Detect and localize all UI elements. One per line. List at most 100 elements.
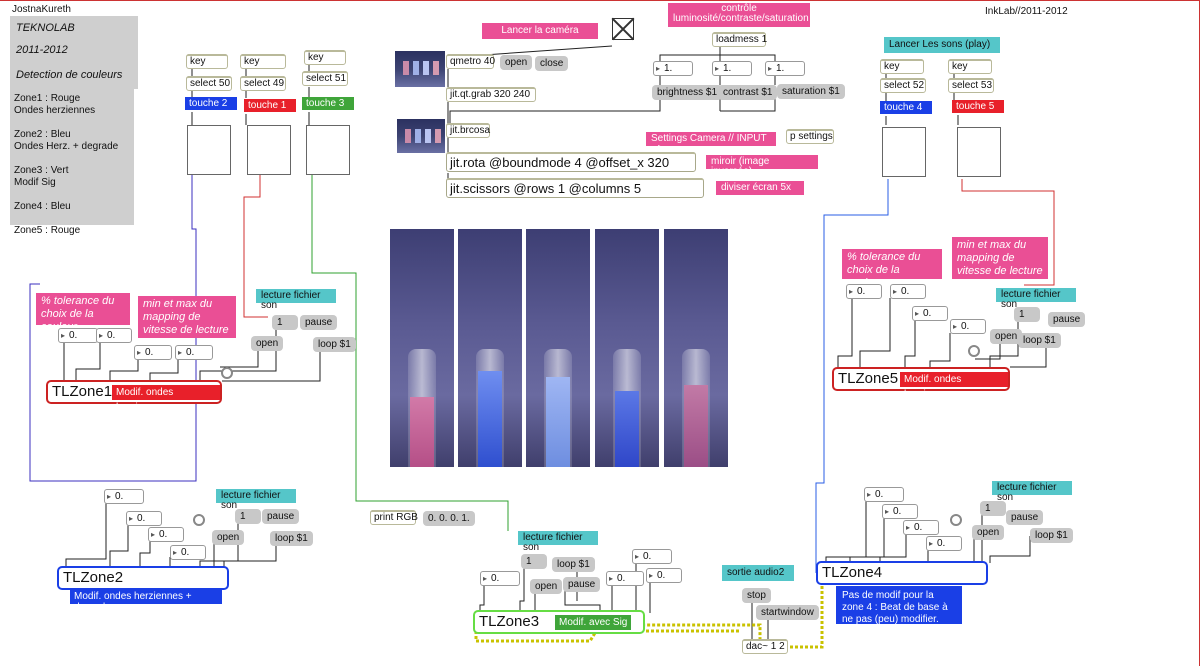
- jit-qt-grab-object[interactable]: jit.qt.grab 320 240: [446, 87, 536, 102]
- zone1-num-d[interactable]: 0.: [175, 345, 213, 360]
- zone2-lecture-label: lecture fichier son: [216, 489, 296, 511]
- zone1-num-a[interactable]: 0.: [58, 328, 98, 343]
- select-53-object[interactable]: select 53: [948, 78, 994, 93]
- zone5-pause-button[interactable]: pause: [1048, 312, 1086, 327]
- video-strip-4: [595, 229, 659, 467]
- dac-object[interactable]: dac~ 1 2: [742, 639, 788, 654]
- zone2-open-button[interactable]: open: [212, 530, 245, 545]
- tlzone5-object[interactable]: TLZone5 Modif. ondes herziennes: [832, 367, 1010, 400]
- zone2-play-message[interactable]: 1: [235, 509, 261, 524]
- zone4-loop-message[interactable]: loop $1: [1030, 528, 1073, 543]
- loadmess-object[interactable]: loadmess 1: [712, 32, 767, 47]
- zone1-play-message[interactable]: 1: [272, 315, 298, 330]
- zone4-num-a[interactable]: 0.: [864, 487, 904, 502]
- contrast-message[interactable]: contrast $1: [718, 85, 778, 100]
- camera-preview-thumbnail: [395, 51, 445, 87]
- zone3-num-d[interactable]: 0.: [646, 568, 682, 583]
- jit-rota-object[interactable]: jit.rota @boundmode 4 @offset_x 320: [446, 152, 696, 172]
- touche-1-box[interactable]: [247, 125, 291, 175]
- zone3-num-c[interactable]: 0.: [606, 571, 644, 586]
- jit-scissors-object[interactable]: jit.scissors @rows 1 @columns 5: [446, 178, 704, 198]
- miroir-label: miroir (image inversée): [706, 155, 818, 177]
- zone1-loop-message[interactable]: loop $1: [313, 337, 356, 352]
- tlzone1-object[interactable]: TLZone1 Modif. ondes herziennes: [46, 380, 222, 413]
- zone2-color: Zone2 : Bleu: [14, 129, 71, 140]
- brightness-message[interactable]: brightness $1: [652, 85, 723, 100]
- zone5-open-button[interactable]: open: [990, 329, 1023, 344]
- open-camera-button[interactable]: open: [500, 55, 533, 70]
- zone2-bang-button[interactable]: [193, 514, 205, 526]
- zone1-open-button[interactable]: open: [251, 336, 284, 351]
- select-49-object[interactable]: select 49: [240, 76, 286, 91]
- tlzone4-object[interactable]: TLZone4: [816, 561, 988, 585]
- touche-3-box[interactable]: [306, 125, 350, 175]
- zone1-num-b[interactable]: 0.: [96, 328, 132, 343]
- saturation-number[interactable]: 1.: [765, 61, 805, 76]
- tlzone3-object[interactable]: TLZone3 Modif. avec Sig: [473, 610, 645, 634]
- diviser-label: diviser écran 5x: [716, 181, 804, 195]
- key-object-1[interactable]: key: [240, 54, 286, 69]
- tube-liquid-pink: [410, 397, 434, 467]
- rgb-values-message[interactable]: 0. 0. 0. 1.: [423, 511, 475, 526]
- jit-brcosa-object[interactable]: jit.brcosa: [446, 123, 490, 138]
- touche-5-box[interactable]: [957, 127, 1001, 177]
- zone4-num-b[interactable]: 0.: [882, 504, 918, 519]
- brightness-number[interactable]: 1.: [653, 61, 693, 76]
- zone4-num-d[interactable]: 0.: [926, 536, 962, 551]
- zone3-play-message[interactable]: 1: [521, 554, 547, 569]
- zone2-num-d[interactable]: 0.: [170, 545, 206, 560]
- zone5-num-a[interactable]: 0.: [846, 284, 882, 299]
- zone5-bang-button[interactable]: [968, 345, 980, 357]
- tlzone2-object[interactable]: TLZone2: [57, 566, 229, 590]
- zone4-open-button[interactable]: open: [972, 525, 1005, 540]
- zone4-play-message[interactable]: 1: [980, 501, 1006, 516]
- contrast-number[interactable]: 1.: [712, 61, 752, 76]
- zone4-pause-button[interactable]: pause: [1006, 510, 1044, 525]
- zone2-pause-button[interactable]: pause: [262, 509, 300, 524]
- touche-2-box[interactable]: [187, 125, 231, 175]
- brcosa-preview-thumbnail: [397, 119, 445, 153]
- qmetro-object[interactable]: qmetro 40: [446, 54, 495, 69]
- zone2-effect: Ondes Herz. + degrade: [14, 141, 119, 152]
- zone4-num-c[interactable]: 0.: [903, 520, 939, 535]
- tlzone4-name: TLZone4: [822, 564, 883, 581]
- select-51-object[interactable]: select 51: [302, 71, 348, 86]
- zone5-loop-message[interactable]: loop $1: [1018, 333, 1061, 348]
- audio-stop-button[interactable]: stop: [742, 588, 771, 603]
- zone5-play-message[interactable]: 1: [1014, 307, 1040, 322]
- zone2-num-b[interactable]: 0.: [126, 511, 162, 526]
- zone3-num-b[interactable]: 0.: [632, 549, 672, 564]
- controle-title: contrôle: [721, 3, 757, 14]
- zone3-num-a[interactable]: 0.: [480, 571, 520, 586]
- zone1-bang-button[interactable]: [221, 367, 233, 379]
- camera-toggle[interactable]: [612, 18, 634, 40]
- zone5-num-d[interactable]: 0.: [950, 319, 986, 334]
- touche-5-label: touche 5: [952, 100, 1004, 113]
- touche-4-box[interactable]: [882, 127, 926, 177]
- select-52-object[interactable]: select 52: [880, 78, 926, 93]
- close-camera-button[interactable]: close: [535, 56, 569, 71]
- saturation-message[interactable]: saturation $1: [777, 84, 845, 99]
- p-settings-object[interactable]: p settings: [786, 129, 834, 144]
- touche-3-label: touche 3: [302, 97, 354, 110]
- select-50-object[interactable]: select 50: [186, 76, 232, 91]
- print-rgb-object[interactable]: print RGB: [370, 510, 418, 525]
- key-object-4[interactable]: key: [880, 59, 924, 74]
- zone4-bang-button[interactable]: [950, 514, 962, 526]
- zone3-pause-button[interactable]: pause: [563, 577, 601, 592]
- key-object-2[interactable]: key: [186, 54, 228, 69]
- zone5-num-b[interactable]: 0.: [890, 284, 926, 299]
- key-object-5[interactable]: key: [948, 59, 992, 74]
- audio-startwindow-button[interactable]: startwindow: [756, 605, 819, 620]
- zone1-pause-button[interactable]: pause: [300, 315, 338, 330]
- tube-liquid-pink: [684, 385, 708, 467]
- zone2-loop-message[interactable]: loop $1: [270, 531, 313, 546]
- zone2-num-c[interactable]: 0.: [148, 527, 184, 542]
- zone3-loop-message[interactable]: loop $1: [552, 557, 595, 572]
- zone1-num-c[interactable]: 0.: [134, 345, 172, 360]
- zone1-minmax-label: min et max du mapping de vitesse de lect…: [138, 296, 236, 338]
- zone2-num-a[interactable]: 0.: [104, 489, 144, 504]
- key-object-3[interactable]: key: [304, 50, 346, 65]
- zone5-num-c[interactable]: 0.: [912, 306, 948, 321]
- zone3-open-button[interactable]: open: [530, 579, 563, 594]
